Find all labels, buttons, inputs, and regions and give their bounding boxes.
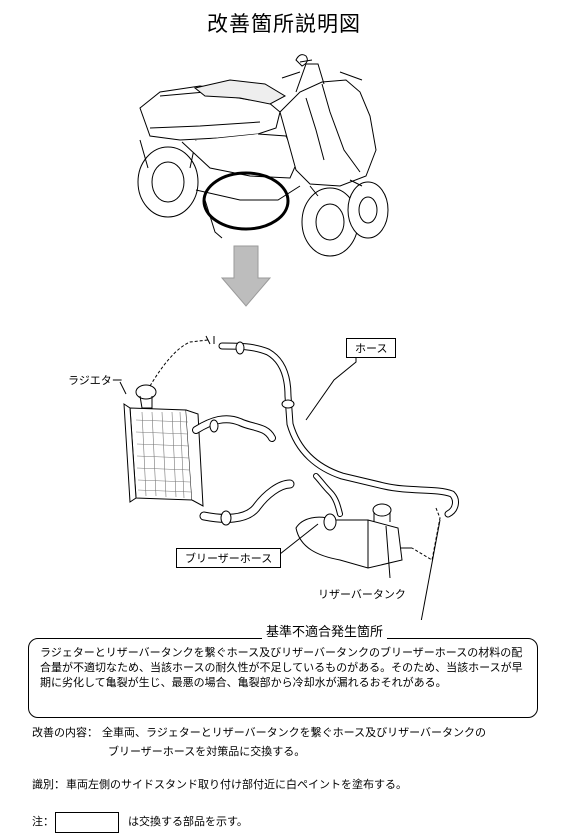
note-text: は交換する部品を示す。 — [128, 815, 248, 828]
reservoir-tank-label: リザーバータンク — [318, 588, 406, 601]
reason-header: 基準不適合発生箇所 — [262, 621, 388, 640]
hose-label: ホース — [346, 338, 397, 358]
improvement-label: 改善の内容： — [32, 726, 98, 739]
identification-label: 識別： — [32, 778, 65, 791]
down-arrow — [220, 245, 272, 307]
illustration — [119, 54, 459, 620]
radiator-label: ラジエター — [68, 374, 123, 387]
cooling-diagram — [119, 335, 459, 620]
reason-text: ラジェターとリザーバータンクを繋ぐホース及びリザーバータンクのブリーザーホースの… — [40, 646, 523, 689]
breather-hose-label: ブリーザーホース — [176, 548, 282, 568]
page-title: 改善箇所説明図 — [207, 12, 361, 36]
note-legend-box — [55, 812, 119, 833]
improvement-line1: 全車両、ラジェターとリザーバータンクを繋ぐホース及びリザーバータンクの — [102, 726, 487, 739]
identification-text: 車両左側のサイドスタンド取り付け部付近に白ペイントを塗布する。 — [66, 778, 407, 791]
note-label: 注： — [32, 815, 54, 828]
highlight-ellipse — [202, 171, 290, 231]
improvement-line2: ブリーザーホースを対策品に交換する。 — [108, 745, 306, 758]
scooter-illustration — [137, 54, 389, 257]
